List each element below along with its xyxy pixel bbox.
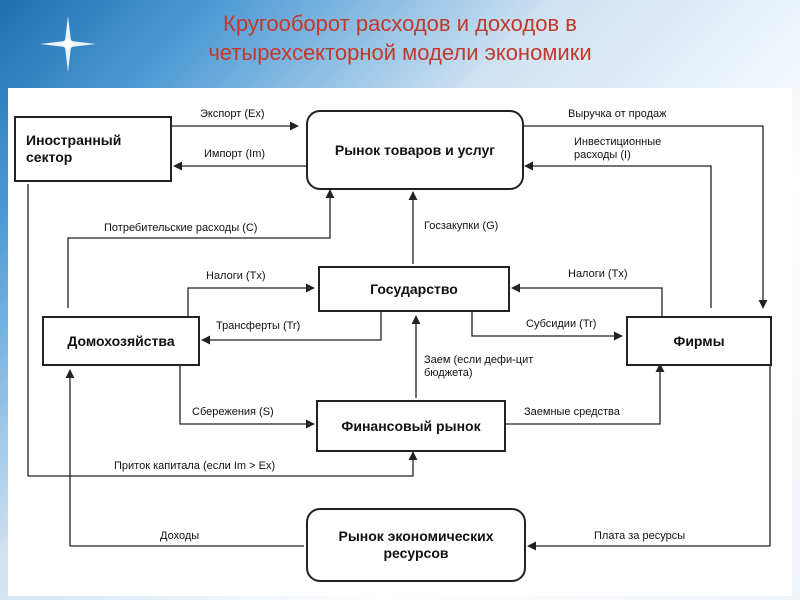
flow-lines — [27, 121, 771, 551]
node-firms: Фирмы — [626, 316, 772, 366]
flow-resource-payment-line — [527, 366, 771, 551]
label-borrowed-funds: Заемные средства — [524, 406, 620, 418]
node-financial-market: Финансовый рынок — [316, 400, 506, 452]
label-resource-payment: Плата за ресурсы — [594, 530, 686, 542]
slide-title-line-1: Кругооборот расходов и доходов в — [223, 11, 577, 36]
flow-consumption-line — [67, 189, 335, 308]
label-taxes-households: Налоги (Tx) — [206, 270, 266, 282]
label-govt-purchases: Госзакупки (G) — [424, 220, 499, 232]
slide-title-line-2: четырехсекторной модели экономики — [208, 40, 592, 65]
diagram-panel: Иностранный сектор Рынок товаров и услуг… — [8, 88, 792, 596]
label-capital-inflow: Приток капитала (если Im > Ex) — [114, 460, 276, 472]
flow-investment-line — [524, 161, 712, 308]
label-export: Экспорт (Ex) — [200, 108, 265, 120]
node-households: Домохозяйства — [42, 316, 200, 366]
flow-taxes-firms-line — [511, 283, 663, 318]
label-import: Импорт (Im) — [204, 148, 266, 160]
label-loan: Заем (если дефи-цит бюджета) — [424, 354, 534, 379]
flow-income-line — [65, 369, 304, 547]
label-consumption: Потребительские расходы (C) — [104, 222, 258, 234]
flow-capital-inflow-line — [28, 451, 418, 477]
label-taxes-firms: Налоги (Tx) — [568, 268, 628, 280]
flow-borrowed-funds-line — [506, 363, 665, 425]
label-subsidies: Субсидии (Tr) — [526, 318, 597, 330]
label-revenue: Выручка от продаж — [568, 108, 667, 120]
star-icon — [40, 16, 96, 72]
node-resource-market: Рынок экономических ресурсов — [306, 508, 526, 582]
flow-transfers-line — [201, 312, 382, 345]
flow-subsidies-line — [471, 312, 623, 341]
label-transfers: Трансферты (Tr) — [216, 320, 301, 332]
flow-revenue-line — [523, 125, 768, 309]
label-investment: Инвестиционные расходы (I) — [574, 136, 662, 161]
node-goods-market: Рынок товаров и услуг — [306, 110, 524, 190]
label-savings: Сбережения (S) — [192, 406, 274, 418]
node-foreign-sector: Иностранный сектор — [14, 116, 172, 182]
label-income: Доходы — [160, 530, 200, 542]
flow-savings-line — [179, 364, 315, 429]
flow-taxes-households-line — [187, 283, 315, 320]
node-state: Государство — [318, 266, 510, 312]
